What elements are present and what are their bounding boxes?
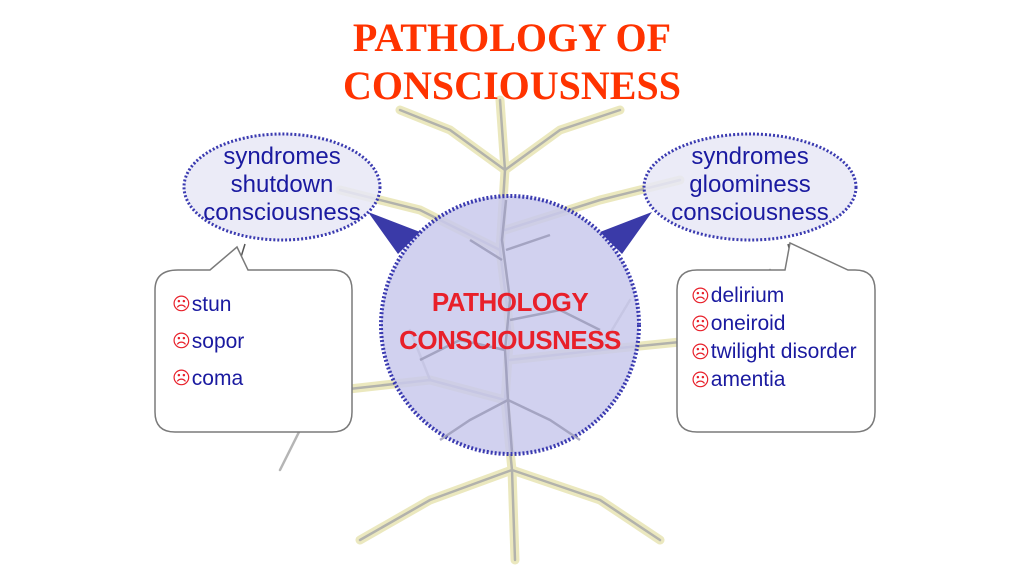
left-bubble-line3: consciousness — [203, 199, 361, 226]
list-item: ☹ sopor — [172, 323, 244, 360]
left-bubble-line1: syndromes — [223, 143, 341, 170]
list-item: ☹ stun — [172, 286, 244, 323]
list-item-label: twilight disorder — [710, 340, 857, 363]
neutral-face-icon: ☹ — [691, 369, 710, 391]
right-bubble-label: syndromes gloominess consciousness — [650, 143, 850, 227]
center-neuron-detail — [419, 199, 601, 453]
left-pointer — [368, 212, 420, 254]
shutdown-syndromes-list: ☹ stun ☹ sopor ☹ coma — [172, 286, 244, 397]
right-callout-box — [676, 241, 876, 433]
right-syndrome-ellipse — [642, 132, 858, 242]
neutral-face-icon: ☹ — [691, 285, 710, 307]
right-pointer — [600, 212, 652, 254]
neutral-face-icon: ☹ — [172, 294, 191, 315]
page-title-line1: PATHOLOGY OF — [352, 15, 672, 60]
center-label-line1: PATHOLOGY — [431, 287, 589, 317]
neutral-face-icon: ☹ — [172, 331, 191, 352]
list-item-label: sopor — [191, 329, 245, 353]
list-item: ☹ oneiroid — [691, 310, 857, 338]
list-item: ☹ delirium — [691, 282, 857, 310]
center-label-line2: CONSCIOUSNESS — [399, 325, 621, 355]
neutral-face-icon: ☹ — [691, 341, 710, 363]
list-item-label: stun — [191, 292, 232, 316]
right-bubble-line1: syndromes — [691, 143, 809, 170]
list-item: ☹ coma — [172, 360, 244, 397]
list-item: ☹ twilight disorder — [691, 338, 857, 366]
right-bubble-line2: gloominess — [689, 171, 811, 198]
list-item-label: oneiroid — [710, 312, 786, 335]
center-circle — [379, 194, 641, 456]
gloominess-syndromes-list: ☹ delirium ☹ oneiroid ☹ twilight disorde… — [691, 282, 857, 394]
left-syndrome-ellipse — [182, 132, 382, 242]
page-title: PATHOLOGY OF CONSCIOUSNESS — [0, 14, 1024, 110]
list-item-label: coma — [191, 366, 244, 390]
page-title-line2: CONSCIOUSNESS — [343, 63, 681, 108]
neutral-face-icon: ☹ — [691, 313, 710, 335]
left-bubble-label: syndromes shutdown consciousness — [184, 143, 380, 227]
list-item: ☹ amentia — [691, 366, 857, 394]
list-item-label: amentia — [710, 368, 786, 391]
right-bubble-line3: consciousness — [671, 199, 829, 226]
neutral-face-icon: ☹ — [172, 368, 191, 389]
left-bubble-line2: shutdown — [230, 171, 334, 198]
list-item-label: delirium — [710, 284, 785, 307]
center-label: PATHOLOGY CONSCIOUSNESS — [380, 283, 640, 359]
left-callout-box — [154, 245, 353, 433]
